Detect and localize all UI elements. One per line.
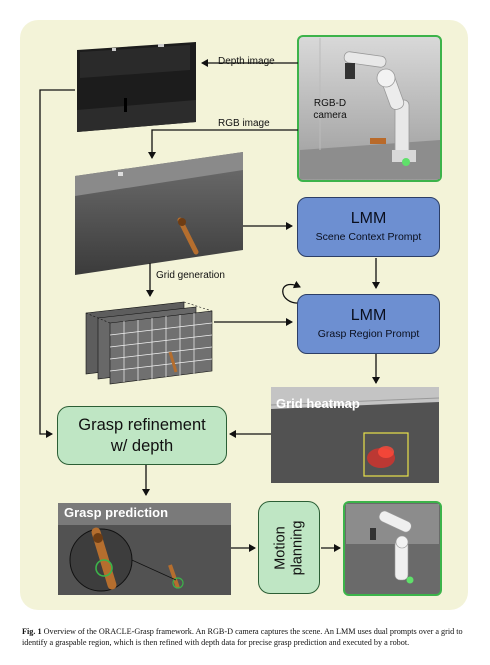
motion-planning-line1: Motion xyxy=(271,525,288,570)
rgbd-camera-label: RGB-D camera xyxy=(304,98,356,122)
rgb-image-label: RGB image xyxy=(218,118,270,129)
motion-planning-box: Motion planning xyxy=(258,501,320,594)
robot-photo-bottom xyxy=(343,501,442,596)
arrows xyxy=(39,59,380,552)
grasp-refinement-box: Grasp refinement w/ depth xyxy=(57,406,227,465)
grasp-prediction-label: Grasp prediction xyxy=(64,505,169,520)
lmm-grasp-region-box: LMM Grasp Region Prompt xyxy=(297,294,440,354)
rgbd-camera-line1: RGB-D xyxy=(313,98,347,109)
caption-text: Overview of the ORACLE-Grasp framework. … xyxy=(22,627,463,647)
grasp-prediction-image xyxy=(58,503,231,595)
motion-planning-text: Motion planning xyxy=(272,520,306,575)
grid-stack xyxy=(85,301,213,385)
lmm-scene-title: LMM xyxy=(350,210,387,227)
rgb-image xyxy=(75,152,243,275)
lmm-grasp-title: LMM xyxy=(350,307,387,324)
grid-heatmap-label: Grid heatmap xyxy=(276,396,360,411)
grasp-refinement-line1: Grasp refinement xyxy=(78,415,206,434)
lmm-scene-subtitle: Scene Context Prompt xyxy=(315,231,422,243)
depth-image xyxy=(77,42,196,132)
grid-generation-label: Grid generation xyxy=(156,270,225,281)
depth-image-label: Depth image xyxy=(218,56,275,67)
grid-heatmap-image xyxy=(270,387,440,483)
robot-photo-top xyxy=(297,35,442,182)
motion-planning-line2: planning xyxy=(288,520,305,575)
figure-caption: Fig. 1 Overview of the ORACLE-Grasp fram… xyxy=(22,627,472,648)
caption-label: Fig. 1 xyxy=(22,627,42,636)
grasp-refinement-line2: w/ depth xyxy=(110,436,174,455)
rgbd-camera-line2: camera xyxy=(313,110,347,121)
lmm-grasp-subtitle: Grasp Region Prompt xyxy=(317,328,420,340)
lmm-scene-context-box: LMM Scene Context Prompt xyxy=(297,197,440,257)
